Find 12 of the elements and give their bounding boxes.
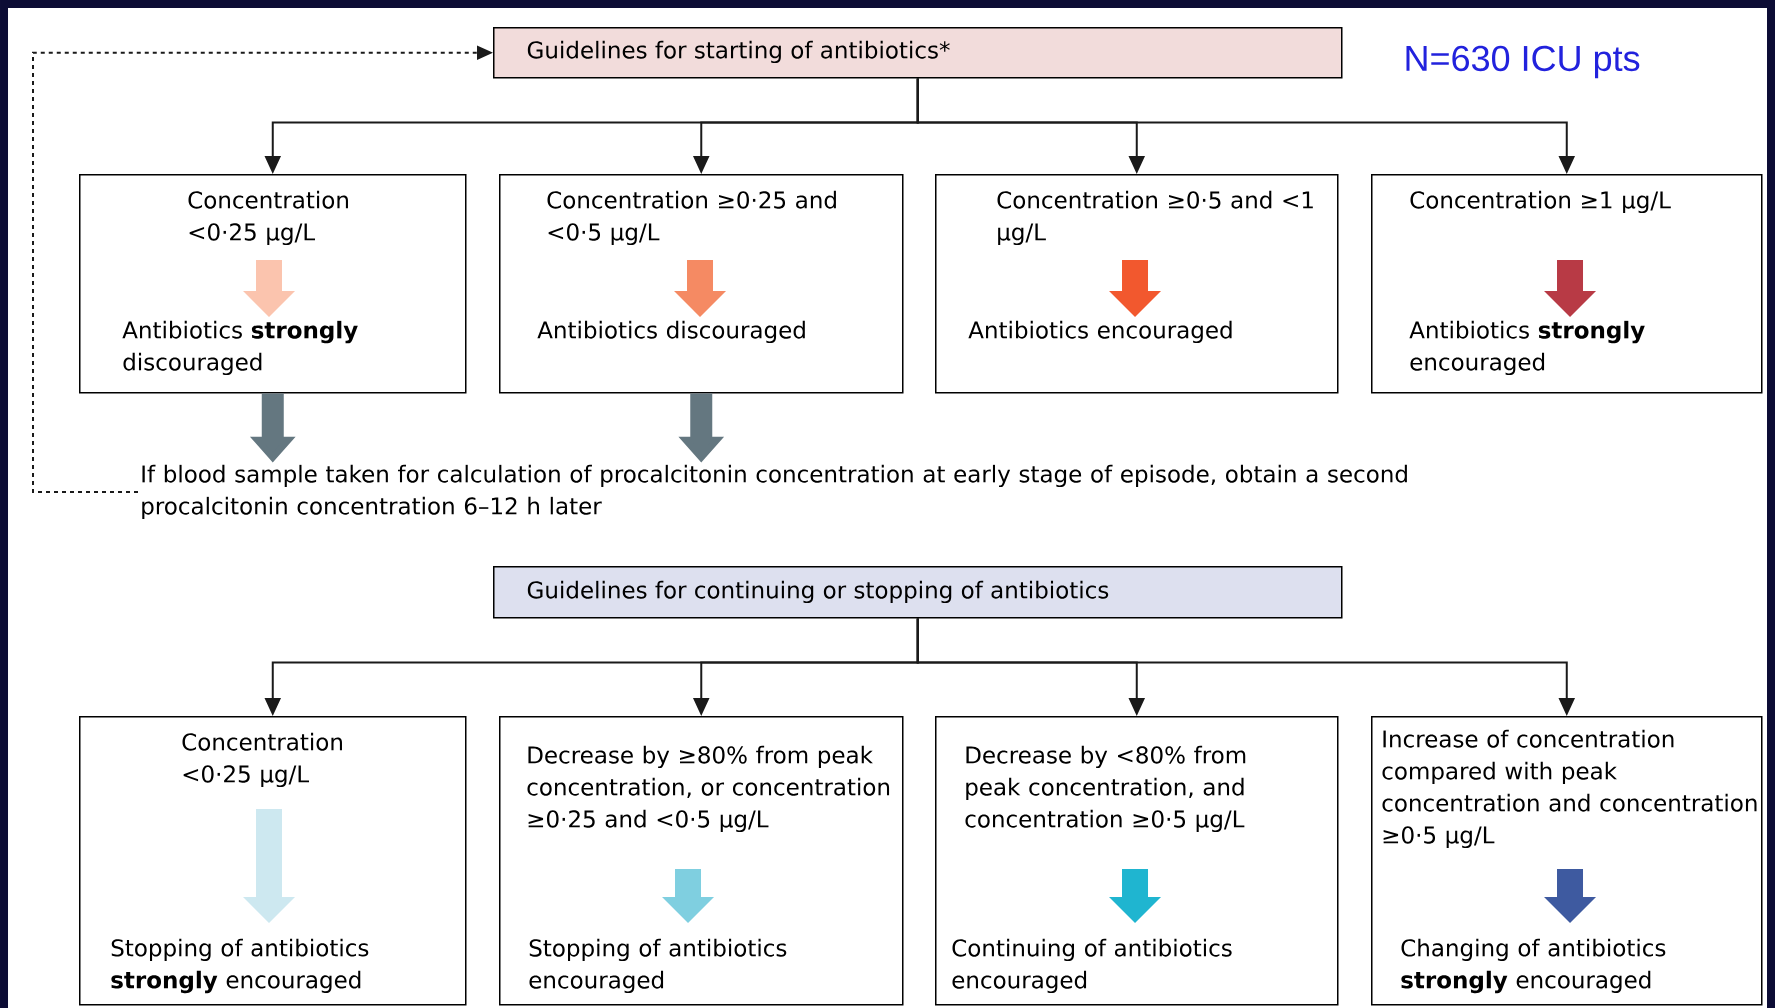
criterion-box: Concentration <0·25 μg/L Stopping of antibiotics strongly encouraged bbox=[79, 716, 467, 1006]
criterion-box: Concentration ≥0·25 and <0·5 μg/L Antibiotics discouraged bbox=[499, 174, 904, 394]
criterion-box: Increase of concentration compared with peak concentration and concentration ≥0·5 μg/L Changing of antibiotics strongly encouraged bbox=[1371, 716, 1763, 1006]
criterion-box: Concentration ≥1 μg/L Antibiotics strongly encouraged bbox=[1371, 174, 1763, 394]
criterion-box: Decrease by <80% from peak concentration, and concentration ≥0·5 μg/L Continuing of antibiotics encouraged bbox=[935, 716, 1339, 1006]
criterion-box: Decrease by ≥80% from peak concentration, or concentration ≥0·25 and <0·5 μg/L Stopping of antibiotics encouraged bbox=[499, 716, 904, 1006]
criterion-box: Concentration <0·25 μg/L Antibiotics strongly discouraged bbox=[79, 174, 467, 394]
heading-box: Guidelines for starting of antibiotics* bbox=[493, 27, 1343, 79]
note-text: If blood sample taken for calculation of procalcitonin concentration at early stage of episode, obtain a second procalcitonin concentration 6–12 h later bbox=[142, 464, 1407, 520]
heading-box: Guidelines for continuing or stopping of antibiotics bbox=[493, 566, 1343, 619]
sample-size-label: N=630 ICU pts bbox=[1406, 45, 1640, 79]
criterion-box: Concentration ≥0·5 and <1 μg/L Antibiotics encouraged bbox=[935, 174, 1339, 394]
